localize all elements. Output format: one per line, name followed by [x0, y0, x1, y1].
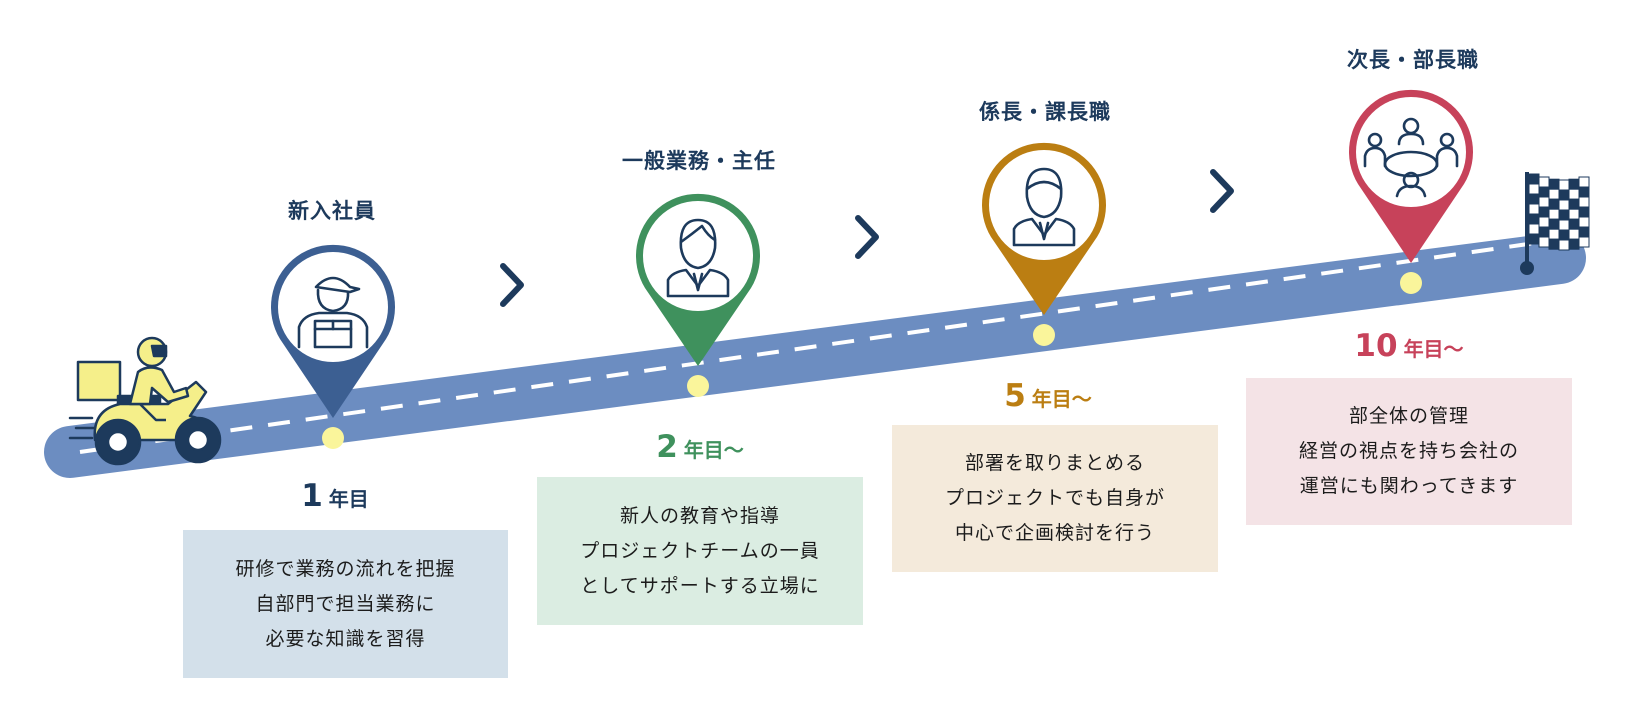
milestone-dot [687, 375, 709, 397]
stage-4-role: 次長・部長職 [1347, 48, 1479, 72]
stage-2-year-unit: 年目〜 [683, 438, 744, 462]
stage-3-year-number: 5 [1004, 378, 1026, 414]
stage-4-line-2: 経営の視点を持ち会社の [1298, 440, 1519, 462]
milestone-dot [1400, 272, 1422, 294]
stage-1-description: 研修で業務の流れを把握 自部門で担当業務に 必要な知識を習得 [183, 530, 508, 678]
stage-3-line-1: 部署を取りまとめる [964, 452, 1145, 474]
stage-1-role: 新入社員 [288, 199, 376, 223]
stage-3-line-3: 中心で企画検討を行う [954, 522, 1155, 544]
stage-2-description: 新人の教育や指導 プロジェクトチームの一員 としてサポートする立場に [537, 477, 863, 625]
stage-2-pin [636, 193, 761, 366]
stage-3-year-unit: 年目〜 [1031, 387, 1092, 411]
road-centerline [79, 240, 1543, 454]
stage-4-year-unit: 年目〜 [1403, 337, 1464, 361]
stage-4-pin [1349, 89, 1473, 264]
milestone-dot [322, 427, 344, 449]
employee-icon [666, 218, 730, 298]
stage-2-line-2: プロジェクトチームの一員 [580, 539, 820, 562]
scooter-rider-icon [68, 336, 222, 466]
meeting-icon [1363, 117, 1459, 198]
stage-1-line-3: 必要な知識を習得 [265, 627, 426, 650]
delivery-worker-icon [297, 276, 369, 349]
stage-1-line-1: 研修で業務の流れを把握 [235, 557, 456, 580]
stage-2-year-number: 2 [656, 429, 678, 465]
manager-icon [1012, 167, 1076, 247]
milestone-dot [1033, 324, 1055, 346]
stage-1-year-number: 1 [301, 478, 323, 514]
stage-1-line-2: 自部門で担当業務に [255, 592, 436, 615]
stage-3-description: 部署を取りまとめる プロジェクトでも自身が 中心で企画検討を行う [892, 425, 1218, 572]
stage-3-pin [982, 142, 1106, 315]
stage-1-pin [271, 244, 395, 418]
chevron-right-icon [855, 215, 879, 259]
stage-4-line-3: 運営にも関わってきます [1299, 475, 1519, 497]
chevron-right-icon [1210, 169, 1234, 213]
stage-1-year-unit: 年目 [328, 487, 369, 511]
chevron-right-icon [500, 263, 524, 307]
checkered-flag-icon [1520, 172, 1590, 275]
stage-2-role: 一般業務・主任 [622, 149, 776, 173]
stage-2-line-3: としてサポートする立場に [580, 574, 820, 597]
stage-4-line-1: 部全体の管理 [1348, 405, 1469, 427]
stage-4-description: 部全体の管理 経営の視点を持ち会社の 運営にも関わってきます [1246, 378, 1572, 525]
stage-4-year-number: 10 [1354, 328, 1398, 364]
stage-3-role: 係長・課長職 [979, 100, 1111, 124]
stage-2-line-1: 新人の教育や指導 [619, 504, 780, 527]
stage-3-line-2: プロジェクトでも自身が [944, 487, 1165, 509]
